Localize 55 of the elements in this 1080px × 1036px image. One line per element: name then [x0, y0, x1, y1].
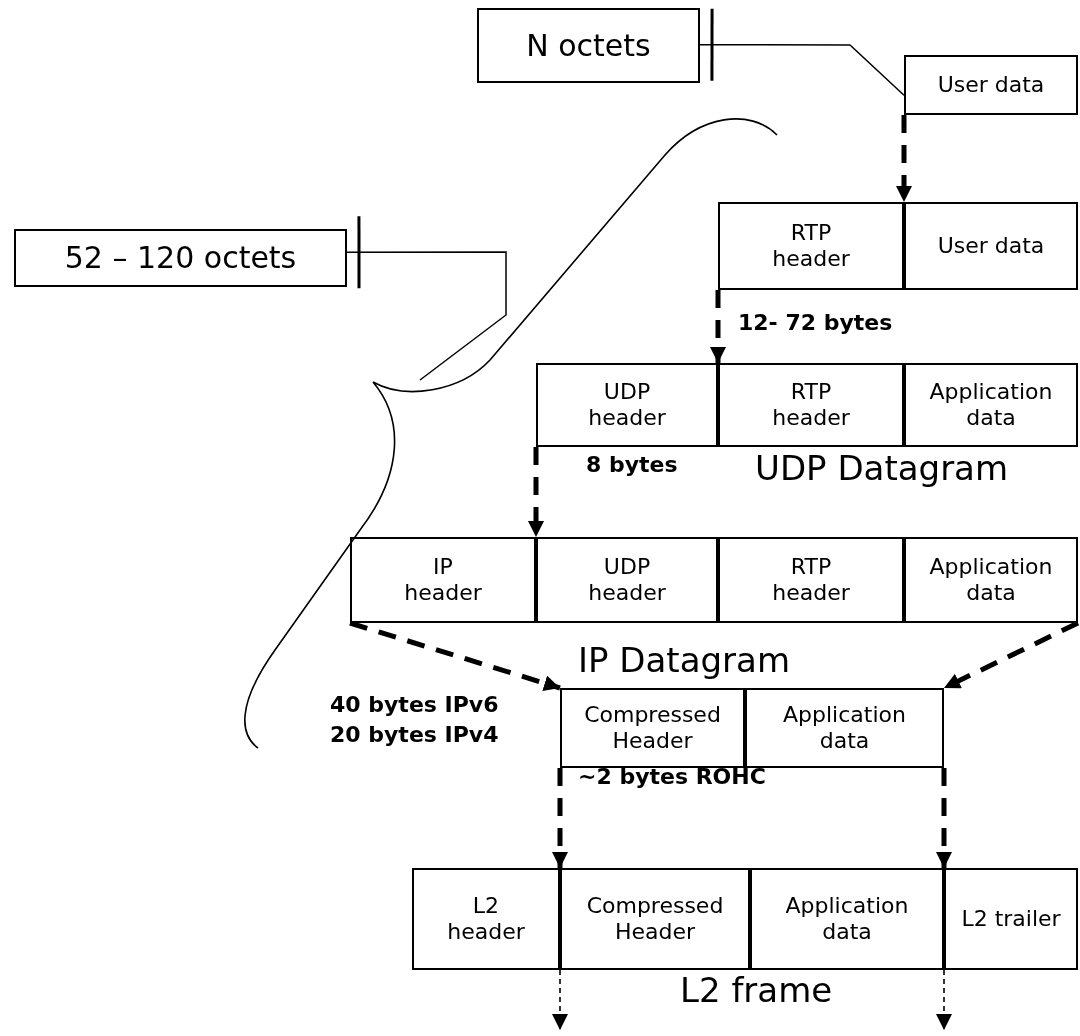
field-label: L2 header [446, 892, 526, 946]
packet-field [718, 202, 904, 290]
arrow [552, 969, 568, 1031]
field-label: User data [937, 71, 1045, 99]
packet-field [718, 537, 904, 623]
datagram-caption: UDP Datagram [755, 448, 1009, 489]
field-label: Application data [784, 892, 910, 946]
packet-field [718, 363, 904, 447]
field-label: Application data [928, 378, 1054, 432]
datagram-caption: IP Datagram [578, 640, 791, 681]
packet-field [904, 363, 1078, 447]
field-label: UDP header [587, 553, 667, 607]
field-label: RTP header [771, 553, 851, 607]
field-label: RTP header [771, 378, 851, 432]
packet-field [904, 202, 1078, 290]
size-label: N octets [526, 27, 651, 64]
datagram-caption: L2 frame [680, 970, 833, 1011]
packet-field [745, 688, 944, 768]
arrow [942, 620, 1080, 691]
packet-field [560, 688, 745, 768]
leader-line [699, 7, 905, 96]
arrow [349, 620, 561, 691]
packet-field [944, 868, 1078, 970]
packet-field [536, 363, 718, 447]
packet-field [904, 55, 1078, 115]
byte-size-note: ~2 bytes ROHC [578, 764, 766, 791]
arrow [936, 768, 952, 868]
packet-field [350, 537, 536, 623]
byte-size-note: 8 bytes [586, 452, 678, 479]
size-label: 52 – 120 octets [64, 240, 297, 276]
field-label: RTP header [771, 219, 851, 273]
field-label: L2 trailer [961, 905, 1061, 933]
packet-field [750, 868, 944, 970]
field-label: Compressed Header [585, 892, 725, 946]
callout-box [477, 8, 700, 83]
packet-field [412, 868, 560, 970]
field-label: IP header [403, 553, 483, 607]
arrow [528, 447, 544, 537]
packet-field [560, 868, 750, 970]
arrow [936, 969, 952, 1031]
field-label: Compressed Header [583, 701, 722, 755]
arrow [710, 290, 726, 363]
byte-size-note: 12- 72 bytes [738, 310, 893, 337]
byte-size-note: 40 bytes IPv6 [330, 692, 499, 719]
field-label: Application data [928, 553, 1054, 607]
arrow [552, 768, 568, 868]
byte-size-note: 20 bytes IPv4 [330, 722, 499, 749]
field-label: User data [937, 232, 1045, 260]
leader-line [346, 214, 507, 381]
arrow [896, 115, 912, 202]
packet-field [904, 537, 1078, 623]
packet-field [536, 537, 718, 623]
field-label: UDP header [587, 378, 667, 432]
callout-box [14, 229, 347, 287]
field-label: Application data [782, 701, 907, 755]
